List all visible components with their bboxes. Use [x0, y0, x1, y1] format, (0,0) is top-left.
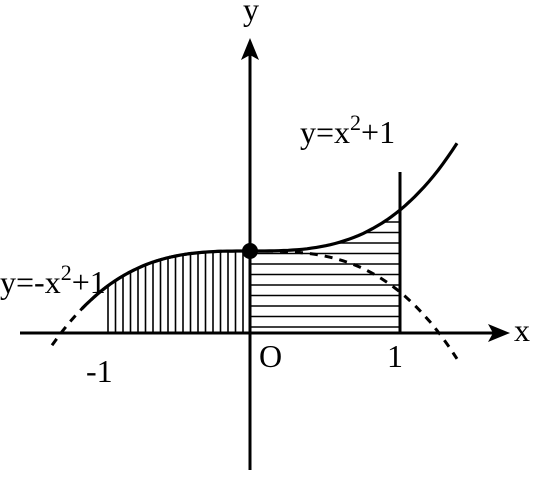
vertical-hatch-region: [107, 252, 244, 333]
tick-label-neg-one: -1: [86, 353, 113, 389]
horizontal-hatch-region: [250, 210, 400, 328]
intersection-point: [242, 243, 258, 259]
upper-curve: [80, 142, 459, 310]
y-axis-arrowhead: [241, 38, 259, 60]
x-axis-arrowhead: [488, 324, 510, 342]
upper-curve-label: y=x2+1: [300, 110, 395, 150]
lower-curve-label-exponent: 2: [61, 260, 72, 285]
origin-label: O: [259, 338, 282, 374]
lower-curve-label-tail: +1: [72, 264, 106, 300]
tick-label-one: 1: [387, 338, 403, 374]
lower-curve-label: y=-x2+1: [0, 260, 106, 300]
upper-curve-label-tail: +1: [361, 114, 395, 150]
y-axis-label: y: [243, 0, 259, 27]
lower-curve-label-base: y=-x: [0, 264, 61, 300]
x-axis-label: x: [514, 312, 530, 348]
upper-curve-label-base: y=x: [300, 114, 350, 150]
upper-curve-label-exponent: 2: [350, 110, 361, 135]
